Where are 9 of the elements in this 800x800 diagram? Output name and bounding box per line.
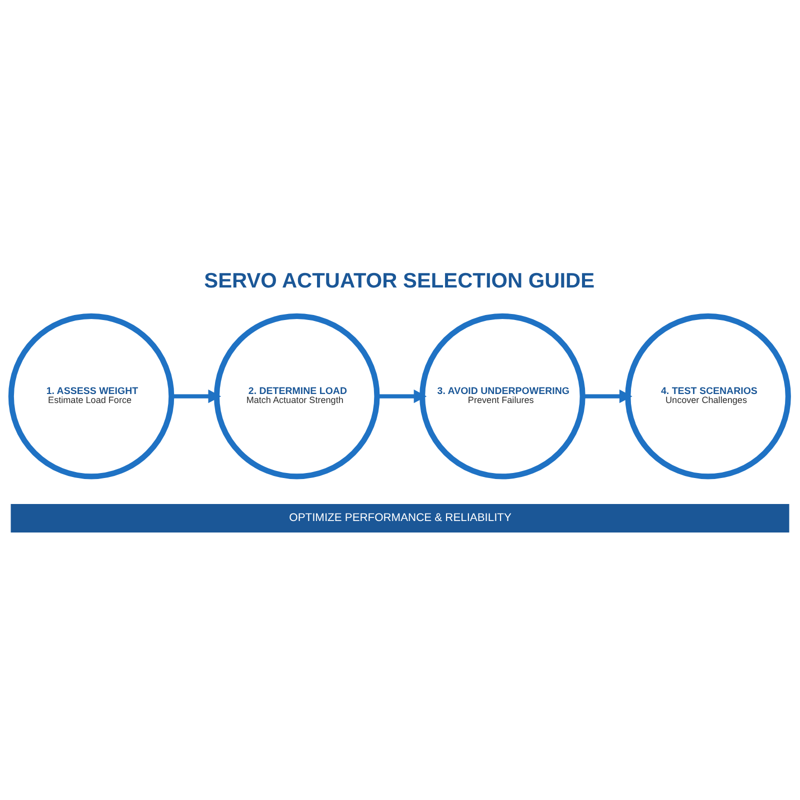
arrow (172, 389, 222, 403)
arrow (377, 389, 427, 403)
node-circle: 4. TEST SCENARIOS Uncover Challenges (625, 312, 791, 479)
diagram-title: SERVO ACTUATOR SELECTION GUIDE (204, 269, 595, 292)
arrow (582, 389, 632, 403)
node-circle: 1. ASSESS WEIGHT Estimate Load Force (8, 312, 174, 479)
node-box: OPTIMIZE PERFORMANCE & RELIABILITY (10, 503, 790, 532)
node-circle: 3. AVOID UNDERPOWERING Prevent Failures (420, 312, 586, 479)
node-circle: 2. DETERMINE LOAD Match Actuator Strength (214, 312, 380, 479)
